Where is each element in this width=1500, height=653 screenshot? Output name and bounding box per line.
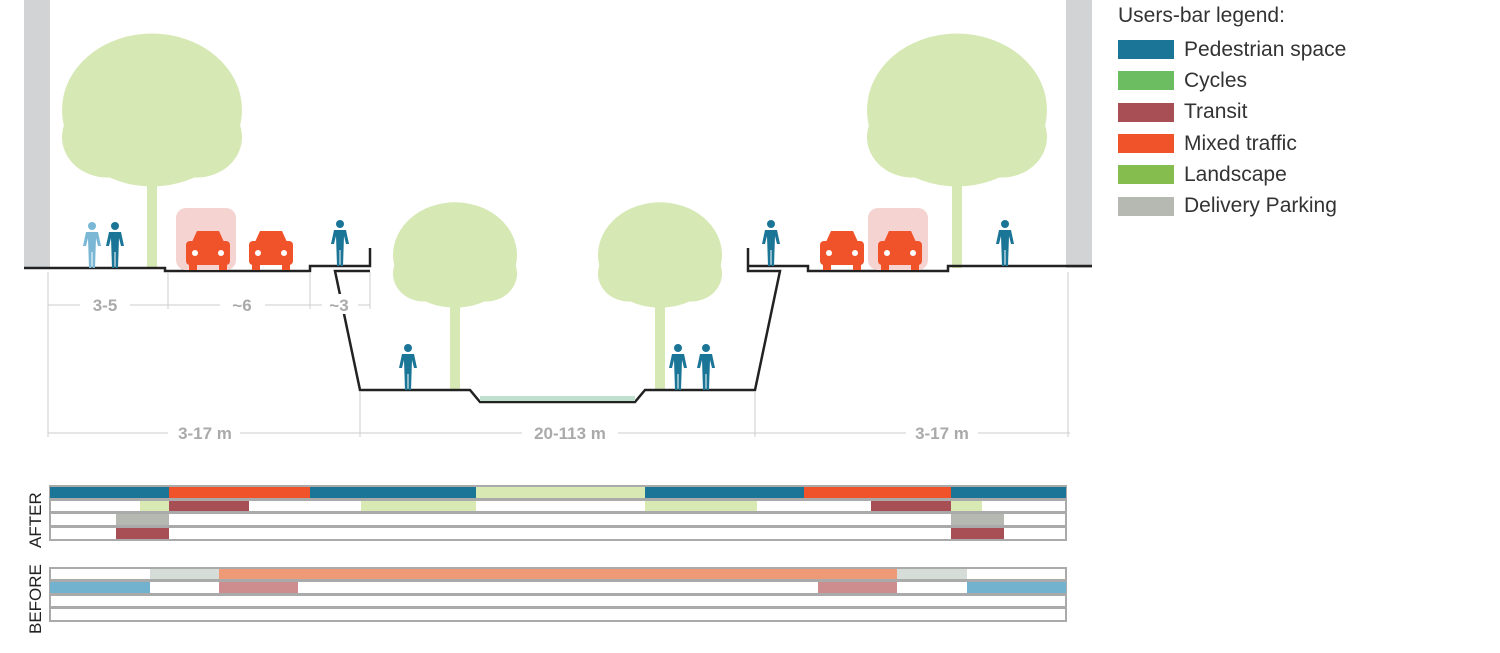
car-icon [249, 231, 293, 270]
before-label: BEFORE [26, 564, 45, 634]
dimension-lines [47, 272, 1070, 437]
legend-label: Mixed traffic [1184, 131, 1297, 155]
users-bar-row [49, 526, 1067, 541]
users-bar-segment [169, 501, 249, 511]
users-bar-segment [871, 501, 951, 511]
users-bar-segment [169, 487, 310, 498]
tree-icon [393, 202, 517, 390]
users-bar-segment [804, 487, 951, 498]
ground-profile [24, 248, 1092, 404]
users-bar-segment [645, 487, 804, 498]
legend-swatch [1118, 165, 1174, 185]
users-bar-segment [150, 569, 219, 579]
car-icon [820, 231, 864, 270]
pedestrian-icon [697, 344, 715, 390]
car-icon [878, 231, 922, 270]
pedestrian-icon [762, 220, 780, 266]
users-bar-segment [219, 569, 897, 579]
users-bar-segment [116, 514, 169, 525]
users-bar-segment [50, 582, 150, 593]
legend-label: Transit [1184, 100, 1248, 124]
users-bar-row [49, 594, 1067, 608]
users-bar-segment [818, 582, 897, 593]
users-bar-segment [967, 582, 1066, 593]
users-bars [49, 485, 1067, 622]
legend-swatch [1118, 134, 1174, 154]
pedestrian-icon [331, 220, 349, 266]
users-bar-segment [310, 487, 476, 498]
legend-label: Delivery Parking [1184, 194, 1337, 218]
users-bar-row [49, 512, 1067, 527]
legend-label: Landscape [1184, 162, 1287, 186]
users-bar-row [49, 607, 1067, 622]
legend-item: Transit [1118, 97, 1346, 128]
users-bar-segment [116, 528, 169, 539]
right-building [1066, 0, 1092, 268]
dim-right-zone: 3-17 m [915, 424, 969, 443]
legend-label: Cycles [1184, 68, 1248, 92]
dimension-labels: 3-5 ~6 ~3 3-17 m 20-113 m 3-17 m [80, 294, 978, 443]
users-bar-segment [897, 569, 967, 579]
users-bar-segment [951, 528, 1004, 539]
legend-swatch [1118, 40, 1174, 60]
dim-roadway: ~6 [232, 296, 251, 315]
after-label: AFTER [26, 492, 45, 548]
water-channel [480, 396, 635, 401]
legend-item: Cycles [1118, 65, 1346, 96]
users-bar-segment [219, 582, 298, 593]
tree-icon [867, 33, 1047, 268]
left-building [24, 0, 50, 268]
legend-swatch [1118, 71, 1174, 91]
legend-swatch [1118, 102, 1174, 122]
users-bar-segment [951, 514, 1004, 525]
users-bar-segment [361, 501, 476, 511]
pedestrian-icon [669, 344, 687, 390]
legend-item: Pedestrian space [1118, 34, 1346, 65]
users-bar-row [49, 580, 1067, 595]
legend-label: Pedestrian space [1184, 37, 1347, 61]
pedestrian-icon [996, 220, 1014, 266]
legend-item: Delivery Parking [1118, 190, 1346, 221]
users-bar-segment [645, 501, 757, 511]
pedestrian-icon [106, 222, 124, 268]
pedestrian-icon [83, 222, 101, 268]
legend-swatch [1118, 196, 1174, 216]
users-bar-segment [951, 487, 1066, 498]
users-bar-segment [951, 501, 982, 511]
dim-promenade: ~3 [329, 296, 348, 315]
pedestrian-icon [399, 344, 417, 390]
dim-sidewalk: 3-5 [93, 296, 118, 315]
car-icon [186, 231, 230, 270]
tree-icon [598, 202, 722, 390]
users-bar-segment [140, 501, 169, 511]
legend-title: Users-bar legend: [1118, 4, 1285, 27]
users-bar-segment [476, 487, 645, 498]
legend-item: Mixed traffic [1118, 128, 1346, 159]
legend-item: Landscape [1118, 159, 1346, 190]
dim-center-zone: 20-113 m [534, 424, 606, 443]
tree-icon [62, 33, 242, 268]
dim-left-zone: 3-17 m [178, 424, 232, 443]
users-bar-segment [50, 487, 169, 498]
